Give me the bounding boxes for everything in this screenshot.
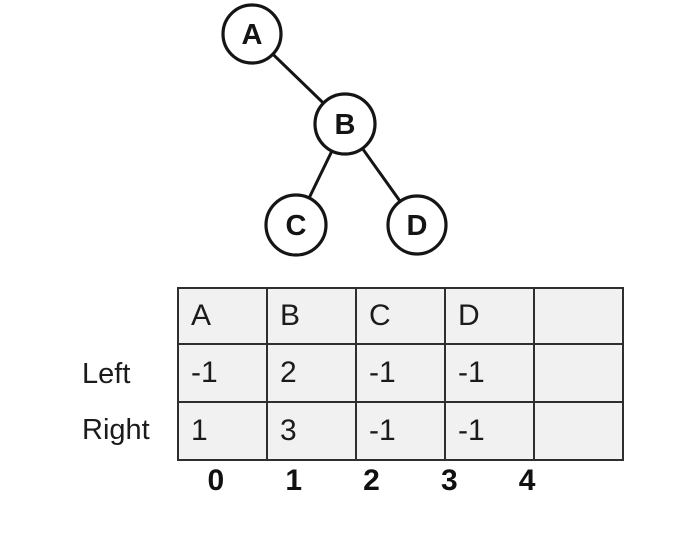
header-cell: B: [266, 287, 357, 345]
left-cell: -1: [177, 343, 268, 403]
index-label: 3: [440, 464, 458, 497]
right-cell: 1: [177, 401, 268, 461]
node-d-circle: [386, 194, 448, 256]
table-header-row: A B C D: [177, 287, 624, 345]
node-c-label: C: [286, 210, 307, 242]
header-cell: D: [444, 287, 535, 345]
table-row-right: 1 3 -1 -1: [177, 401, 624, 461]
node-b-label: B: [335, 109, 356, 141]
node-b-circle: [313, 92, 377, 156]
index-label-row: 0 1 2 3 4: [177, 464, 566, 498]
array-representation-table: A B C D -1 2 -1 -1 1 3 -1 -1: [177, 287, 624, 461]
left-cell: 2: [266, 343, 357, 403]
header-cell: A: [177, 287, 268, 345]
row-label-left: Left: [82, 358, 131, 390]
left-cell: -1: [355, 343, 446, 403]
node-a-label: A: [242, 19, 263, 51]
left-cell: -1: [444, 343, 535, 403]
right-cell: -1: [444, 401, 535, 461]
index-label: 2: [363, 464, 380, 497]
index-label: 1: [285, 464, 303, 497]
header-cell: [533, 287, 624, 345]
tree-node-b: B: [313, 92, 377, 156]
tree-node-d: D: [386, 194, 448, 256]
node-a-circle: [221, 3, 283, 65]
right-cell: -1: [355, 401, 446, 461]
right-cell: [533, 401, 624, 461]
tree-node-c: C: [264, 193, 328, 257]
right-cell: 3: [266, 401, 357, 461]
index-label: 4: [518, 464, 536, 497]
tree-node-a: A: [221, 3, 283, 65]
left-cell: [533, 343, 624, 403]
binary-tree-diagram: A B C D: [221, 3, 448, 257]
header-cell: C: [355, 287, 446, 345]
row-label-right: Right: [82, 414, 150, 446]
node-c-circle: [264, 193, 328, 257]
index-label: 0: [207, 464, 225, 497]
table-row-left: -1 2 -1 -1: [177, 343, 624, 403]
node-d-label: D: [407, 210, 428, 242]
